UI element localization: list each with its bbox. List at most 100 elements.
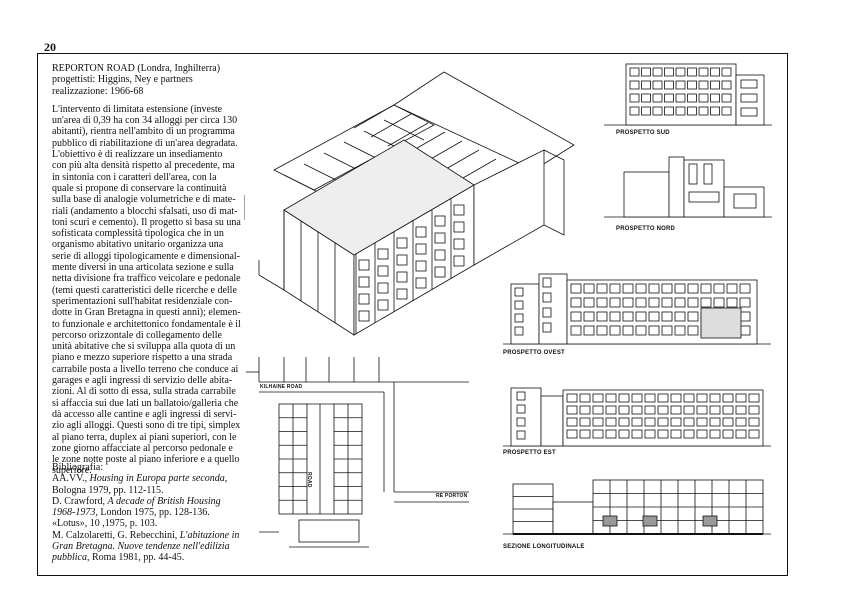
drawing-line [383,119,425,141]
window-mark [739,283,751,294]
window-mark [713,283,725,294]
window-mark [592,393,604,403]
window-mark [735,393,747,403]
description-line: L'obiettivo è di realizzare un insediame… [52,149,223,161]
window-mark [434,249,446,261]
window-mark [415,226,427,238]
window-mark [664,80,674,90]
window-mark [700,283,712,294]
window-mark [735,417,747,427]
window-mark [661,283,673,294]
window-mark [648,311,660,322]
bibliography-entry: 1968-1973, London 1975, pp. 128-136. [52,507,210,519]
window-mark [709,393,721,403]
window-mark [635,297,647,308]
window-mark [674,311,686,322]
window-mark [618,405,630,415]
text-column: REPORTON ROAD (Londra, Inghilterra) prog… [52,63,247,477]
realization-line: realizzazione: 1966-68 [52,85,144,97]
window-mark [415,277,427,289]
window-mark [516,417,526,427]
window-mark [358,310,370,322]
window-mark [721,67,732,77]
window-mark [740,93,758,103]
window-mark [722,429,734,439]
window-mark [696,429,708,439]
window-mark [596,311,608,322]
window-mark [657,417,669,427]
window-mark [641,67,651,77]
window-mark [583,283,595,294]
bibliography-heading: Bibliografia: [52,462,104,473]
description-line: mente diversi in una articolata sezione … [52,262,234,274]
window-mark [664,93,674,103]
window-mark [721,106,732,116]
window-mark [592,429,604,439]
window-mark [735,405,747,415]
window-mark [740,79,758,89]
window-mark [722,405,734,415]
window-mark [579,393,591,403]
section-caption: SEZIONE LONGITUDINALE [503,544,585,550]
window-mark [631,417,643,427]
bibliography-entry: «Lotus», 10 ,1975, p. 103. [52,518,158,530]
window-mark [396,288,408,300]
window-mark [722,417,734,427]
window-mark [748,429,760,439]
description-line: serie di alloggi tipologicamente e dimen… [52,250,241,262]
window-mark [622,311,634,322]
axonometric-drawing [244,60,579,355]
window-mark [710,93,720,103]
window-mark [542,307,552,318]
window-mark [644,405,656,415]
window-mark [592,417,604,427]
west-elevation [503,268,775,348]
description-line: al piano terra, duplex ai piani superior… [52,431,237,443]
window-mark [664,67,674,77]
bibliography-entry: AA.VV., Housing in Europa parte seconda, [52,473,228,485]
window-mark [652,67,663,77]
window-mark [377,265,389,277]
page-number: 20 [44,40,56,54]
window-mark [696,405,708,415]
window-mark [579,417,591,427]
window-mark [687,311,699,322]
window-mark [710,106,720,116]
description-line: dà accesso alle cantine e agli ingressi … [52,408,237,420]
window-mark [453,204,465,216]
window-mark [579,429,591,439]
window-mark [583,311,595,322]
description-line: con più alta densità rispetto al precede… [52,160,235,172]
window-mark [618,417,630,427]
window-mark [622,325,634,336]
window-mark [609,325,621,336]
window-mark [415,260,427,272]
window-mark [629,80,640,90]
window-mark [396,254,408,266]
window-mark [670,429,682,439]
description-line: sofisticata complessità tipologica che i… [52,228,224,240]
window-mark [516,391,526,401]
window-mark [583,297,595,308]
window-mark [641,93,651,103]
description-line: zioni. Al di sotto di essa, sulla strada… [52,386,236,398]
window-mark [635,283,647,294]
north-elevation [604,152,774,222]
window-mark [566,405,578,415]
drawing-line [370,113,412,138]
window-mark [516,430,526,440]
window-mark [605,393,617,403]
window-mark [514,326,524,336]
description-line: percorso orizzontale di collegamento del… [52,329,222,341]
window-mark [629,106,640,116]
window-mark [683,405,695,415]
page-frame [37,53,788,576]
project-credits: progettisti: Higgins, Ney e partners rea… [52,74,247,97]
window-mark [648,283,660,294]
south-elevation-caption: PROSPETTO SUD [616,130,670,136]
description-line: garages e agli ingressi di servizio dell… [52,375,233,387]
window-mark [396,271,408,283]
plan-street-label-right: RE PORTON [436,493,468,499]
window-mark [514,300,524,310]
description-line: in sintonia con i caratteri dell'area, c… [52,171,217,183]
